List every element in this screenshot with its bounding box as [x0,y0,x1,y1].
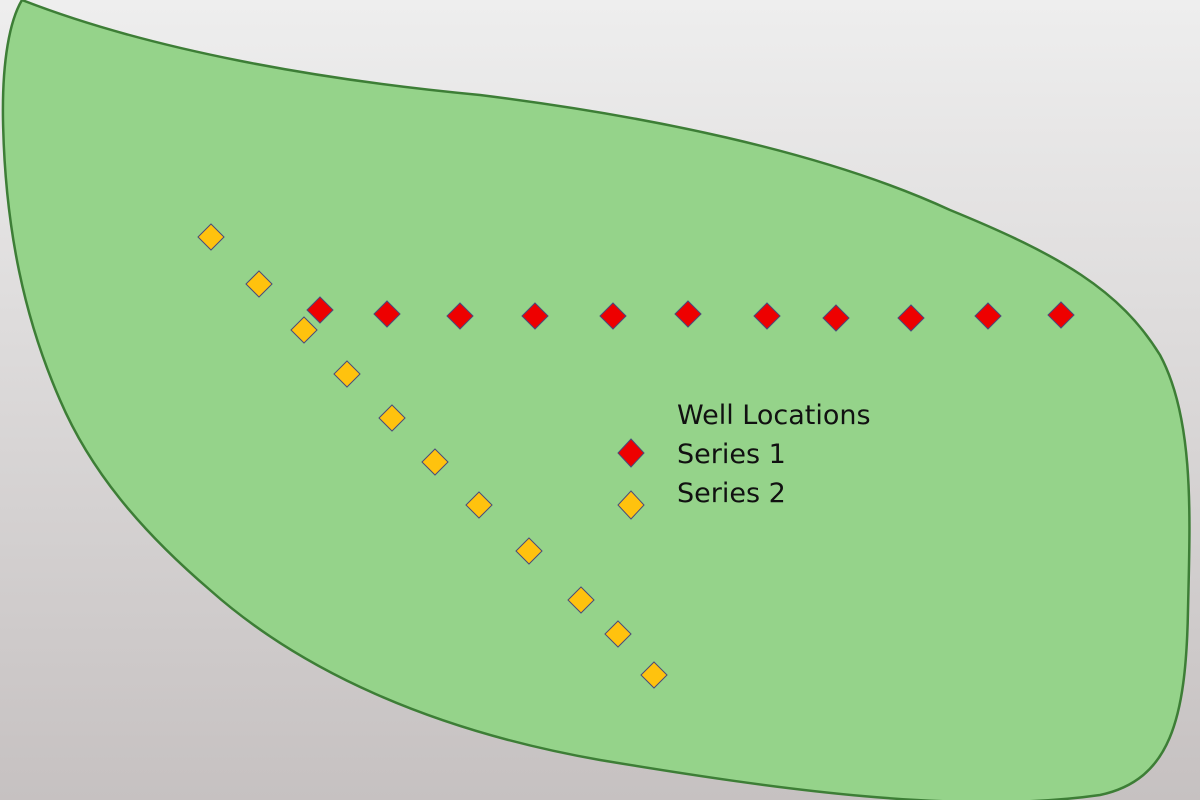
legend-label-series-1: Series 1 [677,439,786,470]
series-2-well-marker [245,270,273,298]
legend-item-series-1: Series 1 [617,438,786,470]
series-2-markers [197,223,668,689]
series-2-well-marker [515,537,543,565]
series-2-well-marker [421,448,449,476]
series-2-well-marker [567,586,595,614]
legend-title: Well Locations [677,400,871,431]
series-2-well-marker [378,404,406,432]
series-2-well-marker [333,360,361,388]
series-1-well-marker [753,302,781,330]
series-1-well-marker [373,300,401,328]
series-2-well-marker [197,223,225,251]
series-2-well-marker [604,620,632,648]
series-1-well-marker [599,302,627,330]
legend-label-series-2: Series 2 [677,478,786,509]
series-2-well-marker [640,661,668,689]
legend-item-series-2: Series 2 [617,478,786,520]
series-1-markers [306,296,1075,332]
series-1-well-marker [521,302,549,330]
legend: Well Locations Series 1 Series 2 [617,400,871,520]
series-1-well-marker [306,296,334,324]
series-2-well-marker [465,491,493,519]
series-1-well-marker [897,304,925,332]
legend-marker-series-2 [617,490,645,520]
legend-marker-series-1 [617,438,645,468]
series-1-well-marker [1047,301,1075,329]
series-1-well-marker [822,304,850,332]
series-1-well-marker [974,302,1002,330]
series-2-well-marker [290,316,318,344]
series-1-well-marker [446,302,474,330]
series-1-well-marker [674,300,702,328]
